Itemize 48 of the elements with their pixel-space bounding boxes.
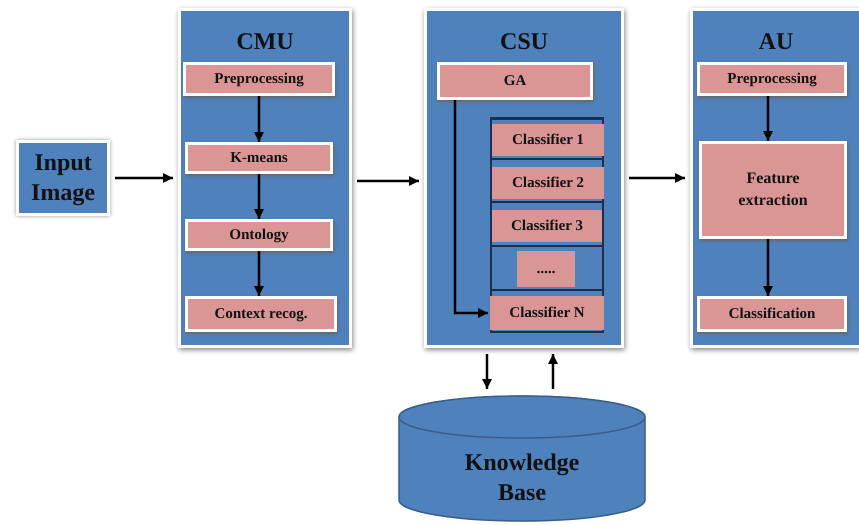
node-label: AU <box>758 29 794 56</box>
arrow <box>763 96 773 141</box>
node-label: Preprocessing <box>214 70 304 88</box>
node-label: Ontology <box>229 226 289 244</box>
unit-panel <box>424 8 624 348</box>
node-label: Classifier N <box>509 304 585 322</box>
node-label: CSU <box>500 29 548 56</box>
process-box <box>185 142 333 174</box>
process-box <box>697 296 847 332</box>
process-box <box>699 141 847 239</box>
node-label: Classifier 3 <box>511 218 583 234</box>
arrow <box>629 173 685 183</box>
arrow <box>763 239 773 296</box>
classifier-box <box>517 251 575 287</box>
node-label: Feature extraction <box>737 168 809 211</box>
node-label: Input Image <box>30 149 96 208</box>
node-label: ..... <box>536 260 556 278</box>
arrow <box>454 100 488 318</box>
process-box <box>697 62 847 96</box>
node-label: Classifier 2 <box>512 174 584 192</box>
node-label: CMU <box>236 29 294 56</box>
unit-panel <box>690 8 859 348</box>
classifier-box <box>492 210 602 242</box>
classifier-box <box>490 296 604 330</box>
arrow <box>254 96 264 142</box>
node-label: K-means <box>230 150 288 166</box>
process-box <box>183 62 335 96</box>
database-cylinder <box>398 395 646 522</box>
process-box <box>185 219 333 251</box>
node-label: Knowledge Base <box>464 448 580 508</box>
node-label: Context recog. <box>214 306 308 322</box>
arrow <box>115 173 173 183</box>
process-box <box>437 62 593 100</box>
classifier-box <box>492 167 604 199</box>
process-box <box>185 296 337 332</box>
arrow <box>357 176 419 186</box>
arrow <box>482 354 492 389</box>
arrow <box>254 251 264 296</box>
arrow <box>548 354 558 389</box>
unit-panel <box>178 8 352 348</box>
node-label: Classification <box>728 306 816 322</box>
arrow <box>254 174 264 219</box>
node-label: Preprocessing <box>727 70 817 88</box>
node-label: GA <box>504 72 526 90</box>
classifier-box <box>492 124 604 156</box>
classifier-stack <box>490 117 604 333</box>
node-label: Classifier 1 <box>512 132 584 148</box>
process-box <box>16 140 110 216</box>
